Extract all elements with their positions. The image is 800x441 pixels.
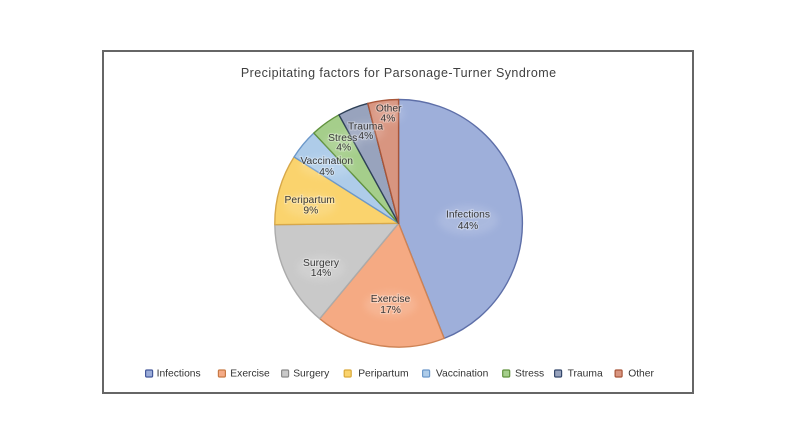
svg-text:Precipitating factors for Pars: Precipitating factors for Parsonage-Turn… [241,66,557,80]
svg-text:Other: Other [628,368,654,379]
svg-text:Surgery: Surgery [303,258,340,269]
svg-text:Stress: Stress [515,368,544,379]
svg-text:14%: 14% [311,268,332,279]
svg-text:Exercise: Exercise [230,368,270,379]
svg-text:4%: 4% [381,114,396,125]
svg-text:4%: 4% [358,131,373,142]
svg-text:Other: Other [376,103,402,114]
svg-text:Peripartum: Peripartum [358,368,408,379]
svg-text:Exercise: Exercise [371,294,411,305]
svg-text:44%: 44% [458,221,479,232]
svg-text:Vaccination: Vaccination [300,156,353,167]
svg-text:Trauma: Trauma [568,368,603,379]
svg-text:Infections: Infections [157,368,201,379]
svg-text:Surgery: Surgery [293,368,330,379]
svg-text:Peripartum: Peripartum [285,195,335,206]
svg-text:4%: 4% [336,143,351,154]
svg-text:17%: 17% [380,305,401,316]
svg-text:Trauma: Trauma [348,121,383,132]
svg-text:4%: 4% [319,167,334,178]
svg-text:Vaccination: Vaccination [436,368,489,379]
svg-text:Infections: Infections [446,210,490,221]
svg-text:Stress: Stress [328,133,357,144]
svg-text:9%: 9% [303,206,318,217]
